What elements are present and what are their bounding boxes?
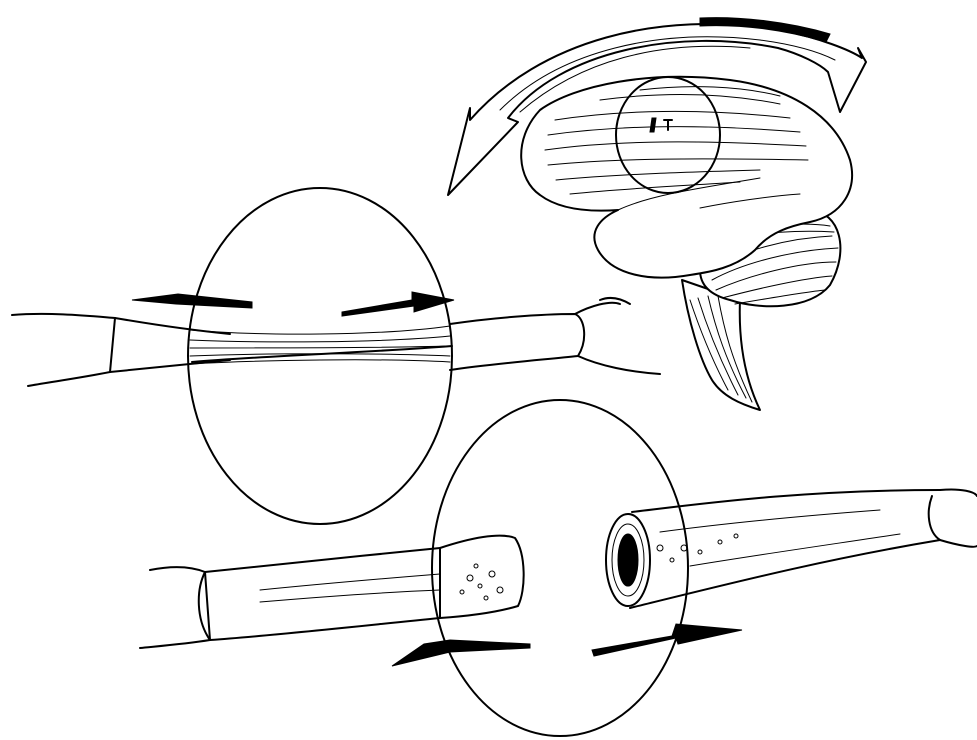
axon-torn-right — [630, 490, 940, 608]
brain-group — [448, 18, 866, 410]
stretch-arrow-right — [342, 292, 454, 316]
axon-cytoplasm-right — [657, 510, 900, 566]
stretch-axon-group — [12, 188, 660, 524]
axon-segment-left — [12, 314, 115, 386]
shear-arrow-left — [392, 640, 530, 666]
axon-torn-left — [205, 548, 440, 640]
stretch-focus-circle — [188, 188, 452, 524]
shear-arrow-right — [592, 624, 742, 656]
tear-axon-group — [140, 400, 977, 736]
axon-segment-right — [450, 314, 584, 370]
stretch-arrow-left — [132, 294, 252, 308]
